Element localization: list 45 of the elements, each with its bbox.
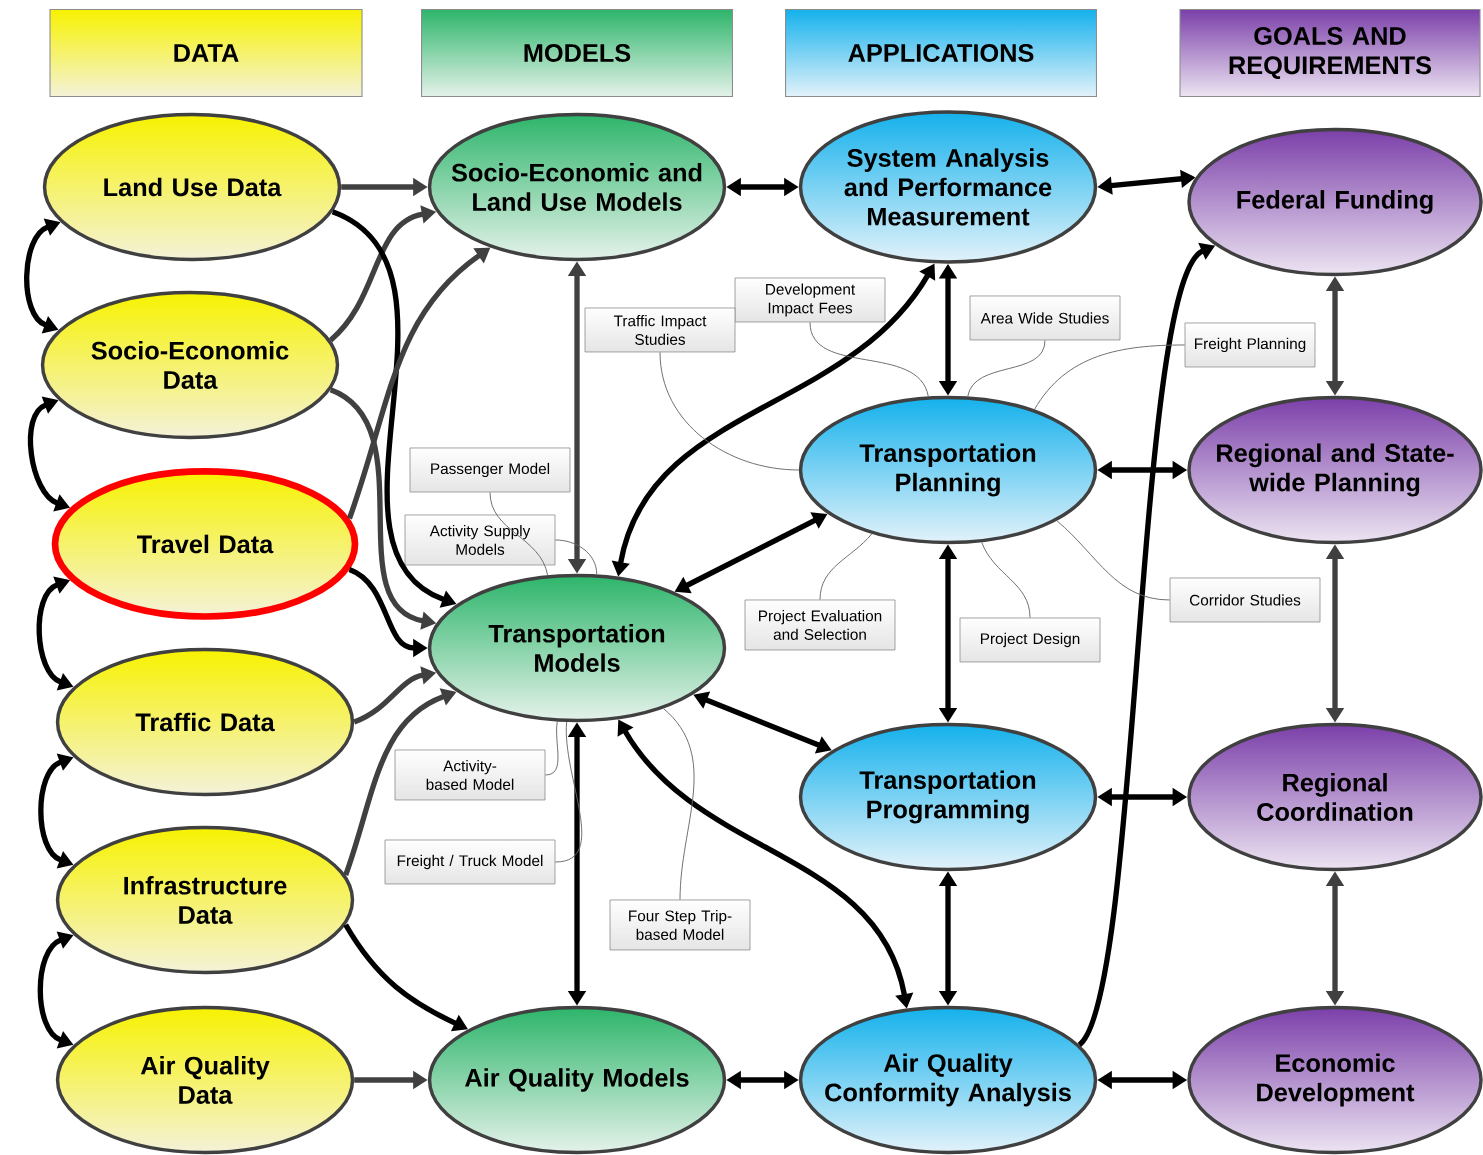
oval-node: Transportation Planning <box>798 395 1098 545</box>
column-header: MODELS <box>421 8 733 97</box>
oval-node: Economic Development <box>1187 1005 1483 1155</box>
leader-line <box>663 708 695 901</box>
note-box: Freight / Truck Model <box>384 839 556 885</box>
leader-line <box>544 721 559 776</box>
note-box: Project Evaluation and Selection <box>744 599 896 651</box>
oval-node: Air Quality Models <box>427 1005 727 1155</box>
oval-node: System Analysis and Performance Measurement <box>798 110 1098 264</box>
oval-node: Air Quality Data <box>55 1005 355 1155</box>
column-header: DATA <box>49 8 363 97</box>
leader-line <box>981 541 1031 619</box>
leader-line <box>659 351 800 471</box>
note-box: Project Design <box>959 617 1101 663</box>
leader-line <box>554 539 598 575</box>
oval-node: Regional Coordination <box>1187 722 1483 872</box>
note-box: Four Step Trip-based Model <box>609 899 751 951</box>
leader-line <box>1034 344 1186 410</box>
column-header: APPLICATIONS <box>785 8 1097 97</box>
oval-node: Socio-Economic Data <box>40 290 340 440</box>
note-box: Activity-based Model <box>394 749 546 801</box>
note-box: Passenger Model <box>409 447 571 493</box>
leader-line <box>1056 520 1171 601</box>
note-box: Traffic Impact Studies <box>584 307 736 353</box>
leader-line <box>489 491 549 576</box>
oval-node: Air Quality Conformity Analysis <box>798 1005 1098 1155</box>
oval-node: Traffic Data <box>55 647 355 797</box>
note-box: Development Impact Fees <box>734 277 886 323</box>
note-box: Freight Planning <box>1184 322 1316 368</box>
oval-node: Infrastructure Data <box>55 825 355 975</box>
oval-node: Transportation Programming <box>798 722 1098 872</box>
oval-node: Socio-Economic and Land Use Models <box>427 112 727 262</box>
column-header: GOALS AND REQUIREMENTS <box>1179 8 1481 97</box>
leader-line <box>819 533 873 601</box>
oval-node: Regional and State-wide Planning <box>1187 395 1483 545</box>
note-box: Activity Supply Models <box>404 514 556 566</box>
leader-line <box>967 339 1046 397</box>
note-box: Corridor Studies <box>1169 577 1321 623</box>
oval-node: Travel Data <box>51 468 359 620</box>
leader-line <box>554 721 583 863</box>
oval-node: Federal Funding <box>1187 127 1483 277</box>
leader-line <box>809 321 929 397</box>
note-box: Area Wide Studies <box>969 295 1121 341</box>
oval-node: Land Use Data <box>42 112 342 262</box>
oval-node: Transportation Models <box>427 573 727 723</box>
